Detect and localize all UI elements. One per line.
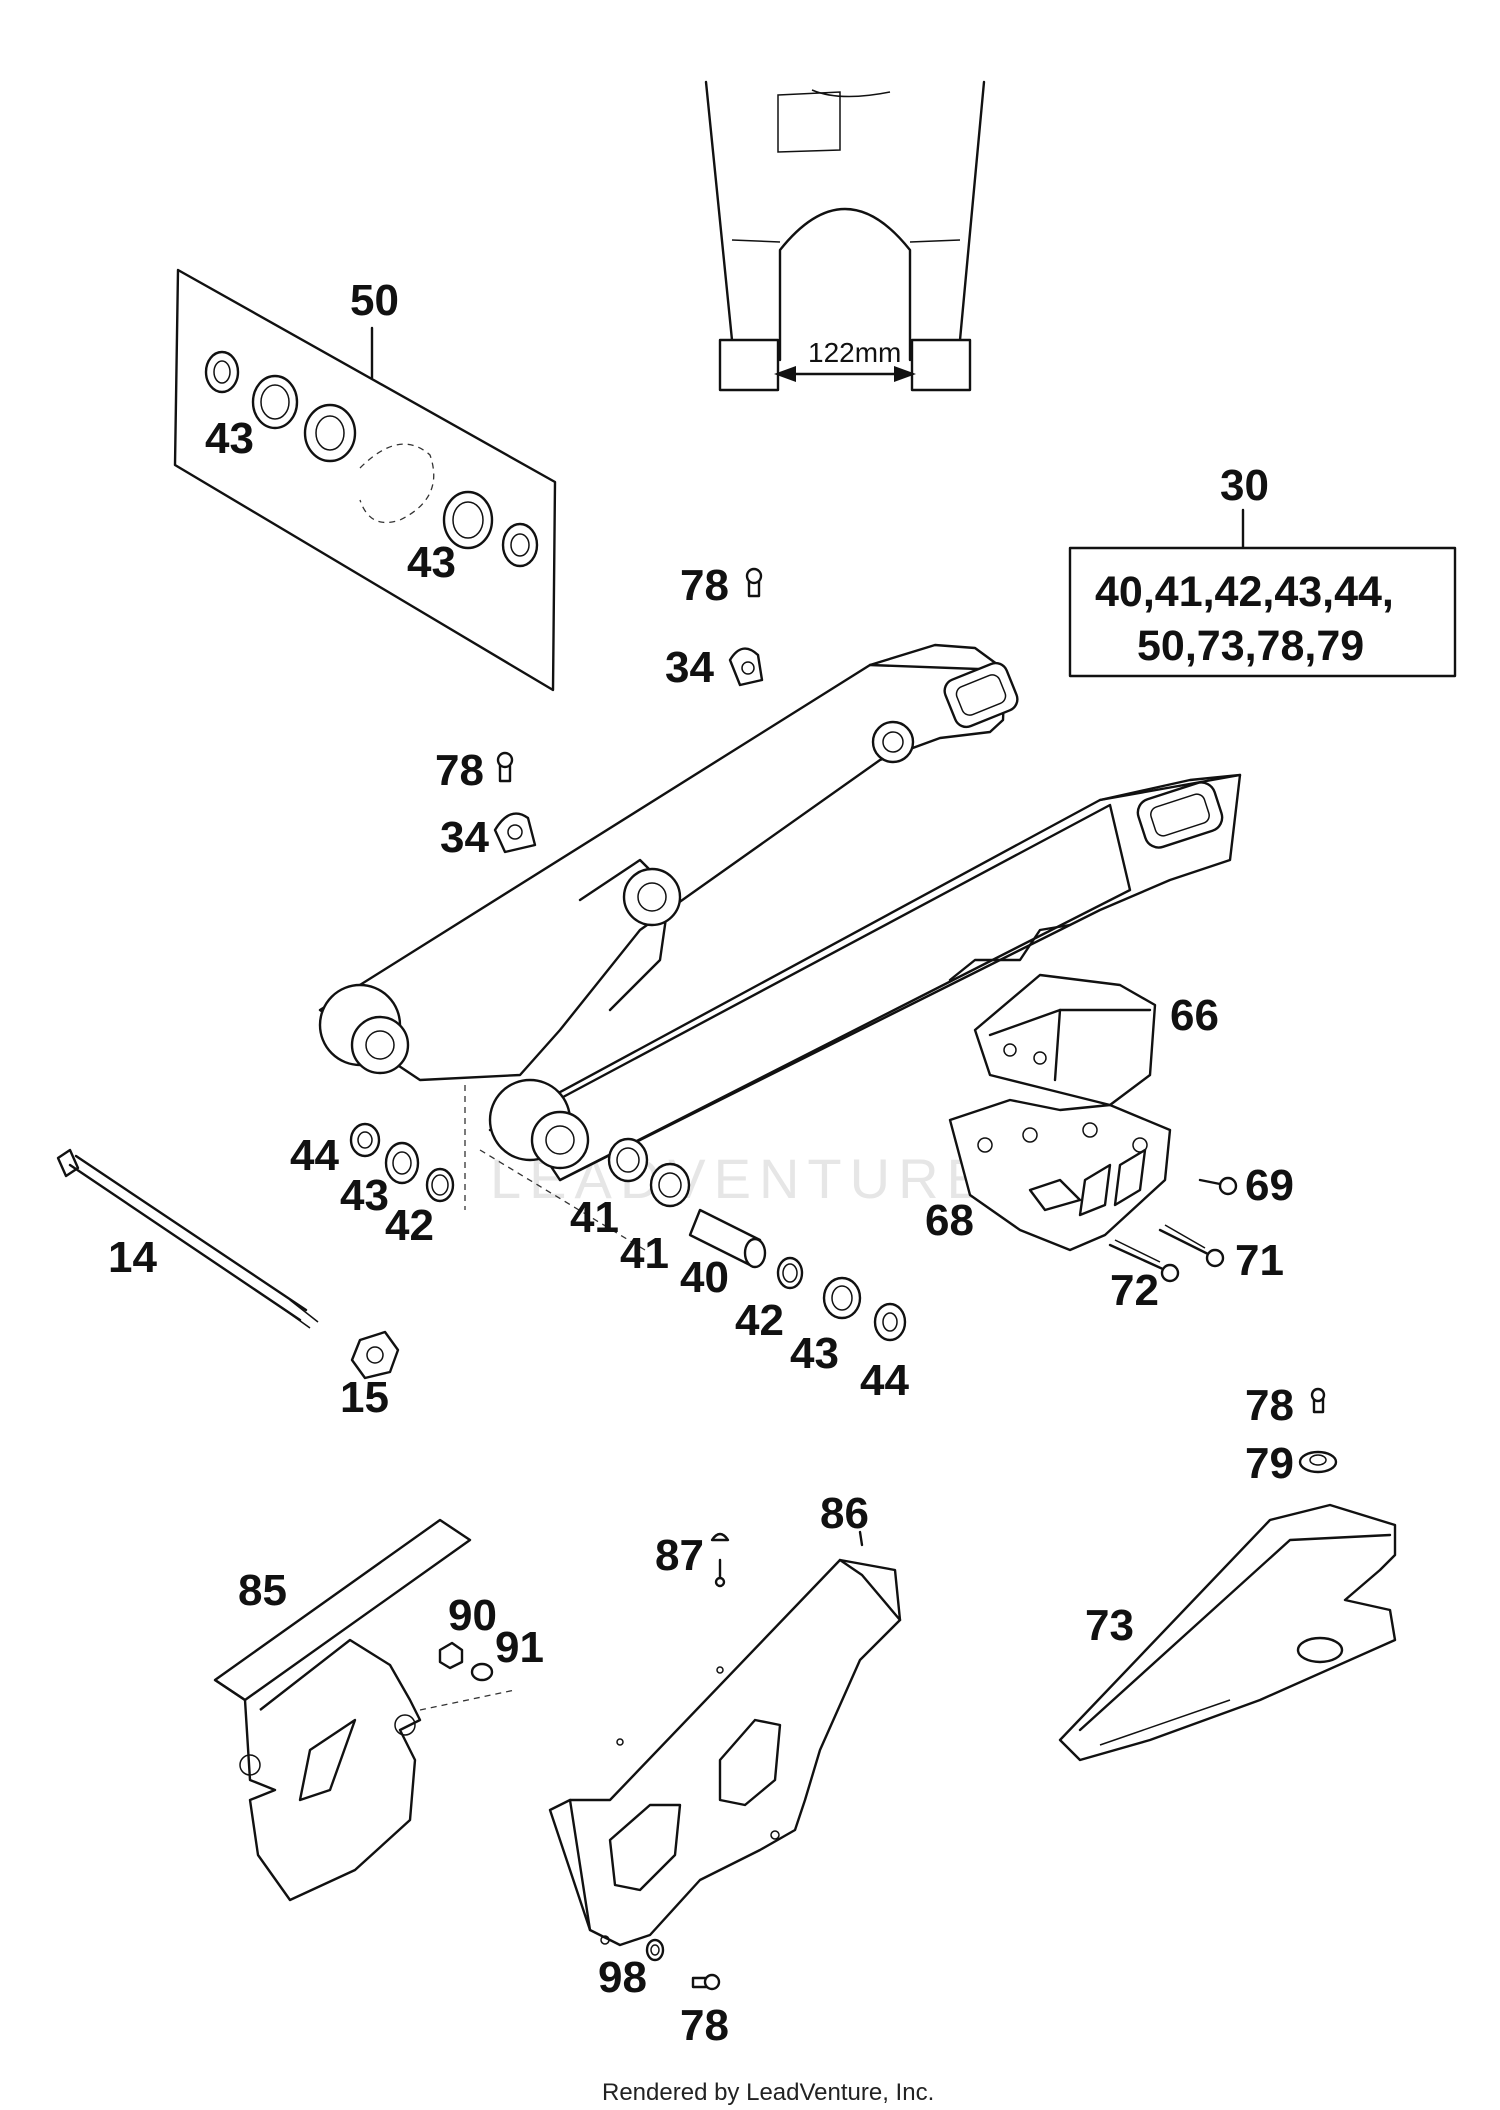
chain-slide-73: 78 79 73 [1058, 1381, 1397, 1762]
callout-69: 69 [1245, 1161, 1294, 1210]
callout-42-left: 42 [385, 1201, 434, 1250]
callout-14: 14 [108, 1233, 157, 1282]
kit-contents-line-1: 40,41,42,43,44, [1095, 568, 1394, 616]
pivot-bearings-right: 41 41 40 42 43 44 [570, 1137, 909, 1405]
callout-78-d: 78 [680, 2001, 729, 2050]
callout-87: 87 [655, 1531, 704, 1580]
callout-42-right: 42 [735, 1296, 784, 1345]
callout-78-b: 78 [435, 746, 484, 795]
callout-41-a: 41 [570, 1193, 619, 1242]
bearing-kit-panel: 50 43 43 [173, 268, 557, 692]
kit-contents-line-2: 50,73,78,79 [1137, 622, 1364, 670]
callout-68: 68 [925, 1196, 974, 1245]
callout-41-b: 41 [620, 1229, 669, 1278]
bolt-72: 72 [1108, 1239, 1180, 1315]
chain-guard-85: 85 90 91 [213, 1518, 544, 1902]
callout-98: 98 [598, 1953, 647, 2002]
chain-slider-66: 66 [973, 973, 1219, 1107]
callout-66: 66 [1170, 991, 1219, 1040]
callout-44-right: 44 [860, 1356, 909, 1405]
bolt-71: 71 [1158, 1224, 1284, 1285]
pivot-shaft-14: 14 [56, 1148, 319, 1329]
callout-71: 71 [1235, 1236, 1284, 1285]
dimension-label: 122mm [808, 337, 901, 368]
callout-50: 50 [350, 276, 399, 325]
callout-72: 72 [1110, 1266, 1159, 1315]
callout-91: 91 [495, 1623, 544, 1672]
callout-73: 73 [1085, 1601, 1134, 1650]
callout-40: 40 [680, 1253, 729, 1302]
callout-78-a: 78 [680, 561, 729, 610]
callout-85: 85 [238, 1566, 287, 1615]
pivot-bearings-left: 44 43 42 [290, 1122, 455, 1250]
kit-30-box: 30 40,41,42,43,44, 50,73,78,79 [1068, 461, 1457, 678]
bolt-69: 69 [1198, 1161, 1294, 1210]
callout-44-left: 44 [290, 1131, 339, 1180]
chain-guard-86: 86 87 98 78 [548, 1489, 902, 2050]
callout-43-upper: 43 [205, 414, 254, 463]
swingarm-width-detail: 122mm [704, 80, 986, 392]
callout-79: 79 [1245, 1439, 1294, 1488]
swingarm [318, 643, 1242, 1251]
callout-43-left: 43 [340, 1171, 389, 1220]
callout-43-lower: 43 [407, 538, 456, 587]
callout-15: 15 [340, 1373, 389, 1422]
callout-86: 86 [820, 1489, 869, 1538]
cable-clip-lower: 78 34 [435, 746, 537, 862]
callout-78-c: 78 [1245, 1381, 1294, 1430]
callout-34-b: 34 [440, 813, 489, 862]
footer-credit: Rendered by LeadVenture, Inc. [602, 2079, 934, 2106]
callout-43-right: 43 [790, 1329, 839, 1378]
callout-34-a: 34 [665, 643, 714, 692]
nut-15: 15 [340, 1330, 400, 1422]
callout-30: 30 [1220, 461, 1269, 510]
cable-clip-upper: 78 34 [665, 561, 764, 692]
callout-90: 90 [448, 1591, 497, 1640]
chain-guide-68: 68 [925, 1098, 1172, 1252]
